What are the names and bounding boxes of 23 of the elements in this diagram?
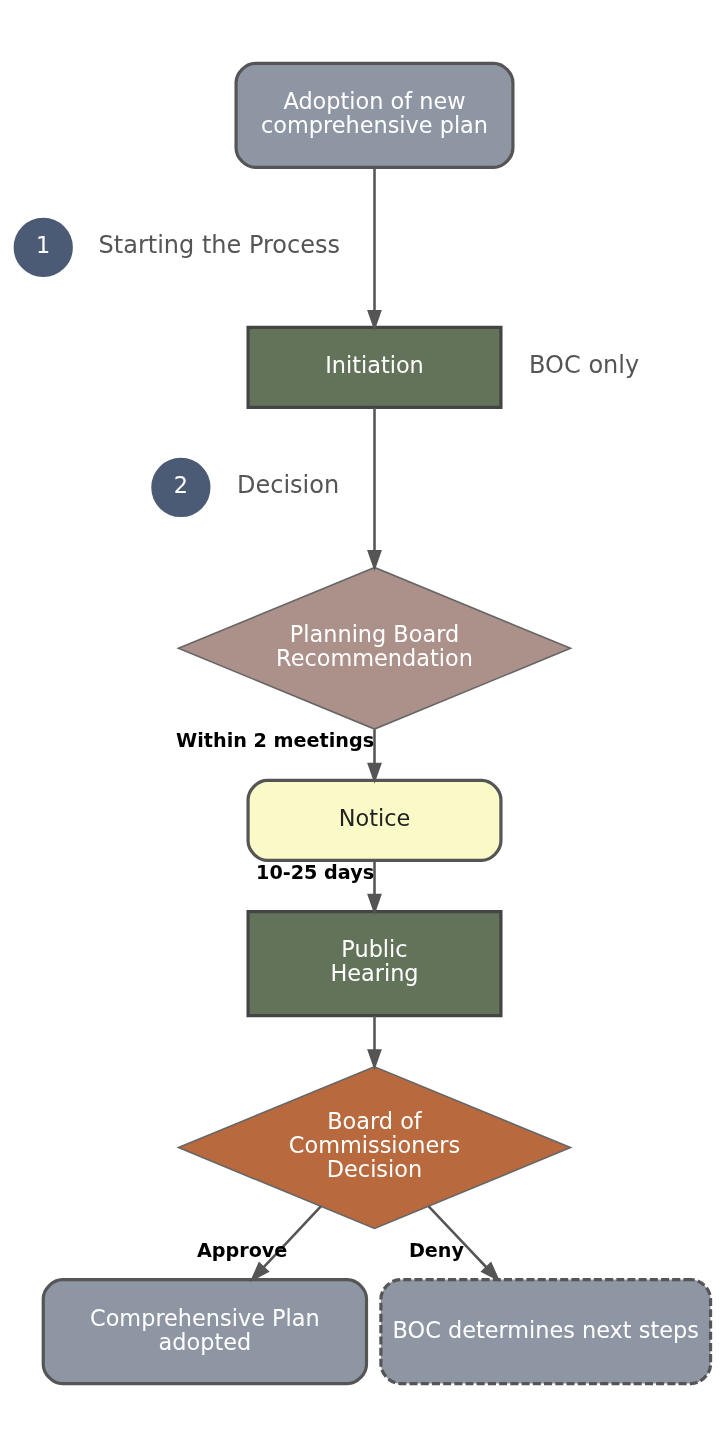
arrow <box>367 1015 382 1070</box>
node-circle: 2 <box>151 457 211 517</box>
arrow <box>367 407 382 571</box>
node-label: Decision <box>237 470 340 499</box>
arrow <box>367 728 382 784</box>
node-box: BOC determines next steps <box>379 1277 713 1385</box>
arrow <box>367 167 382 331</box>
node-diamond: Board of Commissioners Decision <box>176 1065 573 1229</box>
node-label: Starting the Process <box>98 230 340 259</box>
node-circle: 1 <box>13 217 73 277</box>
node-label: BOC only <box>529 350 640 379</box>
node-box: Initiation <box>246 325 503 409</box>
node-box: Notice <box>246 778 503 862</box>
edge-label: Within 2 meetings <box>176 728 375 752</box>
arrow <box>249 1205 322 1282</box>
node-box: Public Hearing <box>246 909 503 1017</box>
edge-label: Deny <box>408 1238 465 1262</box>
node-diamond: Planning Board Recommendation <box>176 566 573 730</box>
edge-label: 10-25 days <box>256 860 375 884</box>
node-box: Comprehensive Plan adopted <box>41 1277 369 1385</box>
arrow <box>367 860 382 915</box>
node-box: Adoption of new comprehensive plan <box>234 61 515 169</box>
arrow <box>427 1205 501 1282</box>
